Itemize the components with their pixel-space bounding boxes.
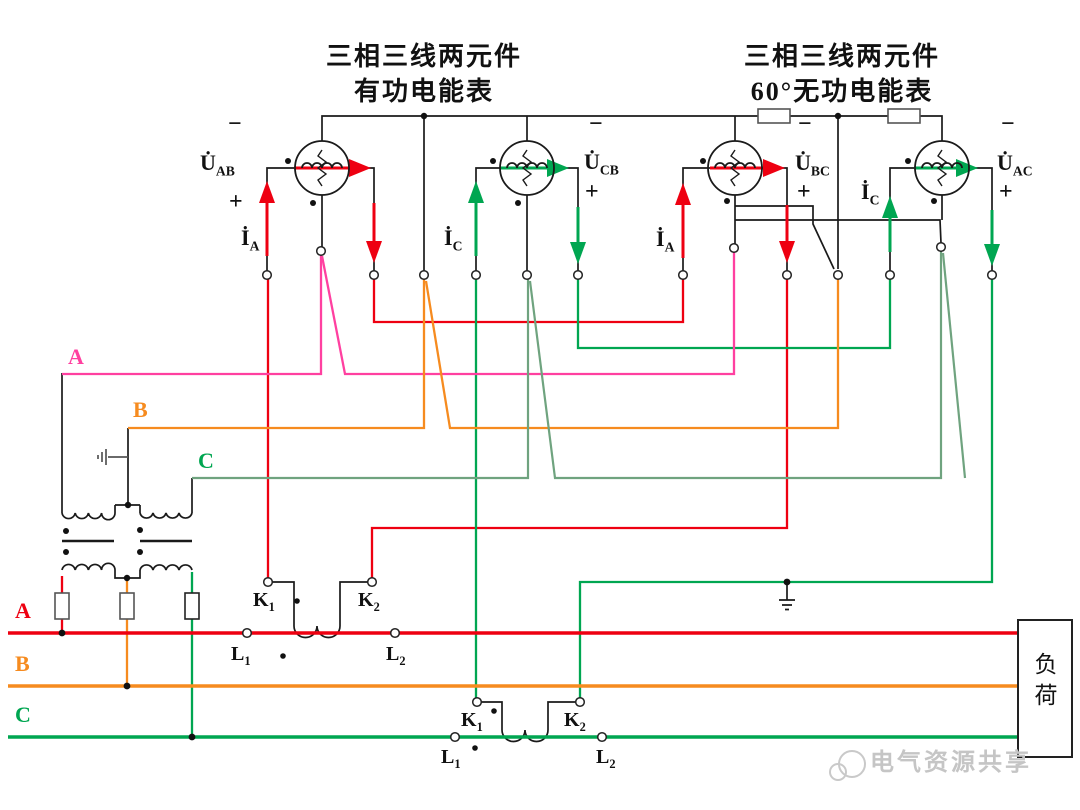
meter-reactive-1 <box>707 140 763 196</box>
ct-a-l1-sub: 1 <box>244 654 251 668</box>
ct-c-l1-main: L <box>441 746 455 768</box>
ct-c-k1-sub: 1 <box>476 720 483 734</box>
voltage-c-wiring <box>192 251 967 480</box>
ct-a-l1-main: L <box>231 643 245 665</box>
ia2-sub: A <box>664 239 675 255</box>
pt-phase-b-label: B <box>133 397 148 422</box>
ct-c-l2-sub: 2 <box>609 757 616 771</box>
pt-phase-a-label: A <box>68 344 84 369</box>
bus-phase-a-label: A <box>15 598 31 623</box>
voltage-b-wiring <box>125 277 840 686</box>
load-box <box>1017 619 1073 758</box>
uac-sub: AC <box>1012 163 1033 179</box>
pt-phase-c-label: C <box>198 448 214 473</box>
ic1-sub: C <box>452 238 463 254</box>
wechat-icon <box>829 750 866 781</box>
ic2-sub: C <box>869 192 880 208</box>
uab-plus: + <box>229 189 243 215</box>
watermark-text: 电气资源共享 <box>870 750 1032 776</box>
uab-main: U̇ <box>200 150 216 175</box>
uab-label: U̇AB <box>200 152 235 178</box>
uab-sub: AB <box>215 163 235 179</box>
ct-a-k1-label: K1 <box>253 590 275 613</box>
ct-c-k2-label: K2 <box>564 710 586 733</box>
ct-a-k1-sub: 1 <box>268 600 275 614</box>
fuse-a <box>54 592 70 620</box>
uac-label: U̇AC <box>997 152 1033 178</box>
ct-c-l1-label: L1 <box>441 747 461 770</box>
ubc-sub: BC <box>810 163 830 179</box>
title-reactive-line1: 三相三线两元件 <box>743 42 941 71</box>
ubc-label: U̇BC <box>795 152 830 178</box>
meter-active-2 <box>499 140 555 196</box>
ct-c-l1-sub: 1 <box>454 757 461 771</box>
direction-arrows <box>259 159 1000 266</box>
ct-c-l2-label: L2 <box>596 747 616 770</box>
ia1-main: İ <box>241 225 250 250</box>
phase-c-current-wiring <box>190 277 994 737</box>
ground-symbol-pt <box>97 449 128 465</box>
fuse-b <box>119 592 135 620</box>
bus-phase-b-label: B <box>15 651 30 676</box>
bus-phase-c-label: C <box>15 702 31 727</box>
ct-a-l1-label: L1 <box>231 644 251 667</box>
ucb-sub: CB <box>599 162 619 178</box>
ct-a-k2-label: K2 <box>358 590 380 613</box>
title-reactive-line2: 60°无功电能表 <box>750 77 934 106</box>
ct-c-l2-main: L <box>596 746 610 768</box>
ubc-main: U̇ <box>795 150 811 175</box>
ct-a-l2-sub: 2 <box>399 654 406 668</box>
ic2-label: İC <box>861 181 879 207</box>
pt-fuses <box>54 592 200 620</box>
ct-a-k1-main: K <box>253 589 269 611</box>
load-label: 负荷 <box>1031 652 1056 714</box>
ct-c-k2-main: K <box>564 709 580 731</box>
uac-minus: − <box>1001 111 1015 137</box>
meter-reactive-2 <box>914 140 970 196</box>
title-active-line2: 有功电能表 <box>353 77 495 106</box>
terminals <box>241 241 998 743</box>
ubc-plus: + <box>797 179 811 205</box>
voltage-a-wiring <box>62 252 736 376</box>
ia1-sub: A <box>249 238 260 254</box>
ia2-main: İ <box>656 226 665 251</box>
ubc-minus: − <box>798 111 812 137</box>
ucb-label: U̇CB <box>584 151 619 177</box>
junction-dots <box>58 112 937 751</box>
series-resistor-2 <box>887 108 921 124</box>
ct-a-k2-sub: 2 <box>373 600 380 614</box>
meter-active-1 <box>294 140 350 196</box>
ucb-plus: + <box>585 179 599 205</box>
ia2-label: İA <box>656 228 674 254</box>
title-active-line1: 三相三线两元件 <box>325 42 523 71</box>
ct-a-l2-main: L <box>386 643 400 665</box>
ground-symbol-secondary <box>779 584 795 611</box>
ct-c-k2-sub: 2 <box>579 720 586 734</box>
ic1-main: İ <box>444 225 453 250</box>
power-buses <box>8 631 1018 739</box>
ct-a-k2-main: K <box>358 589 374 611</box>
ct-c-k1-label: K1 <box>461 710 483 733</box>
ic1-label: İC <box>444 227 462 253</box>
uab-minus: − <box>228 111 242 137</box>
ucb-main: U̇ <box>584 149 600 174</box>
ucb-minus: − <box>589 111 603 137</box>
ct-a-l2-label: L2 <box>386 644 406 667</box>
ia1-label: İA <box>241 227 259 253</box>
uac-main: U̇ <box>997 150 1013 175</box>
fuse-c <box>184 592 200 620</box>
uac-plus: + <box>999 179 1013 205</box>
series-resistor-1 <box>757 108 791 124</box>
ct-c-k1-main: K <box>461 709 477 731</box>
meter-elements <box>294 140 970 196</box>
ic2-main: İ <box>861 179 870 204</box>
